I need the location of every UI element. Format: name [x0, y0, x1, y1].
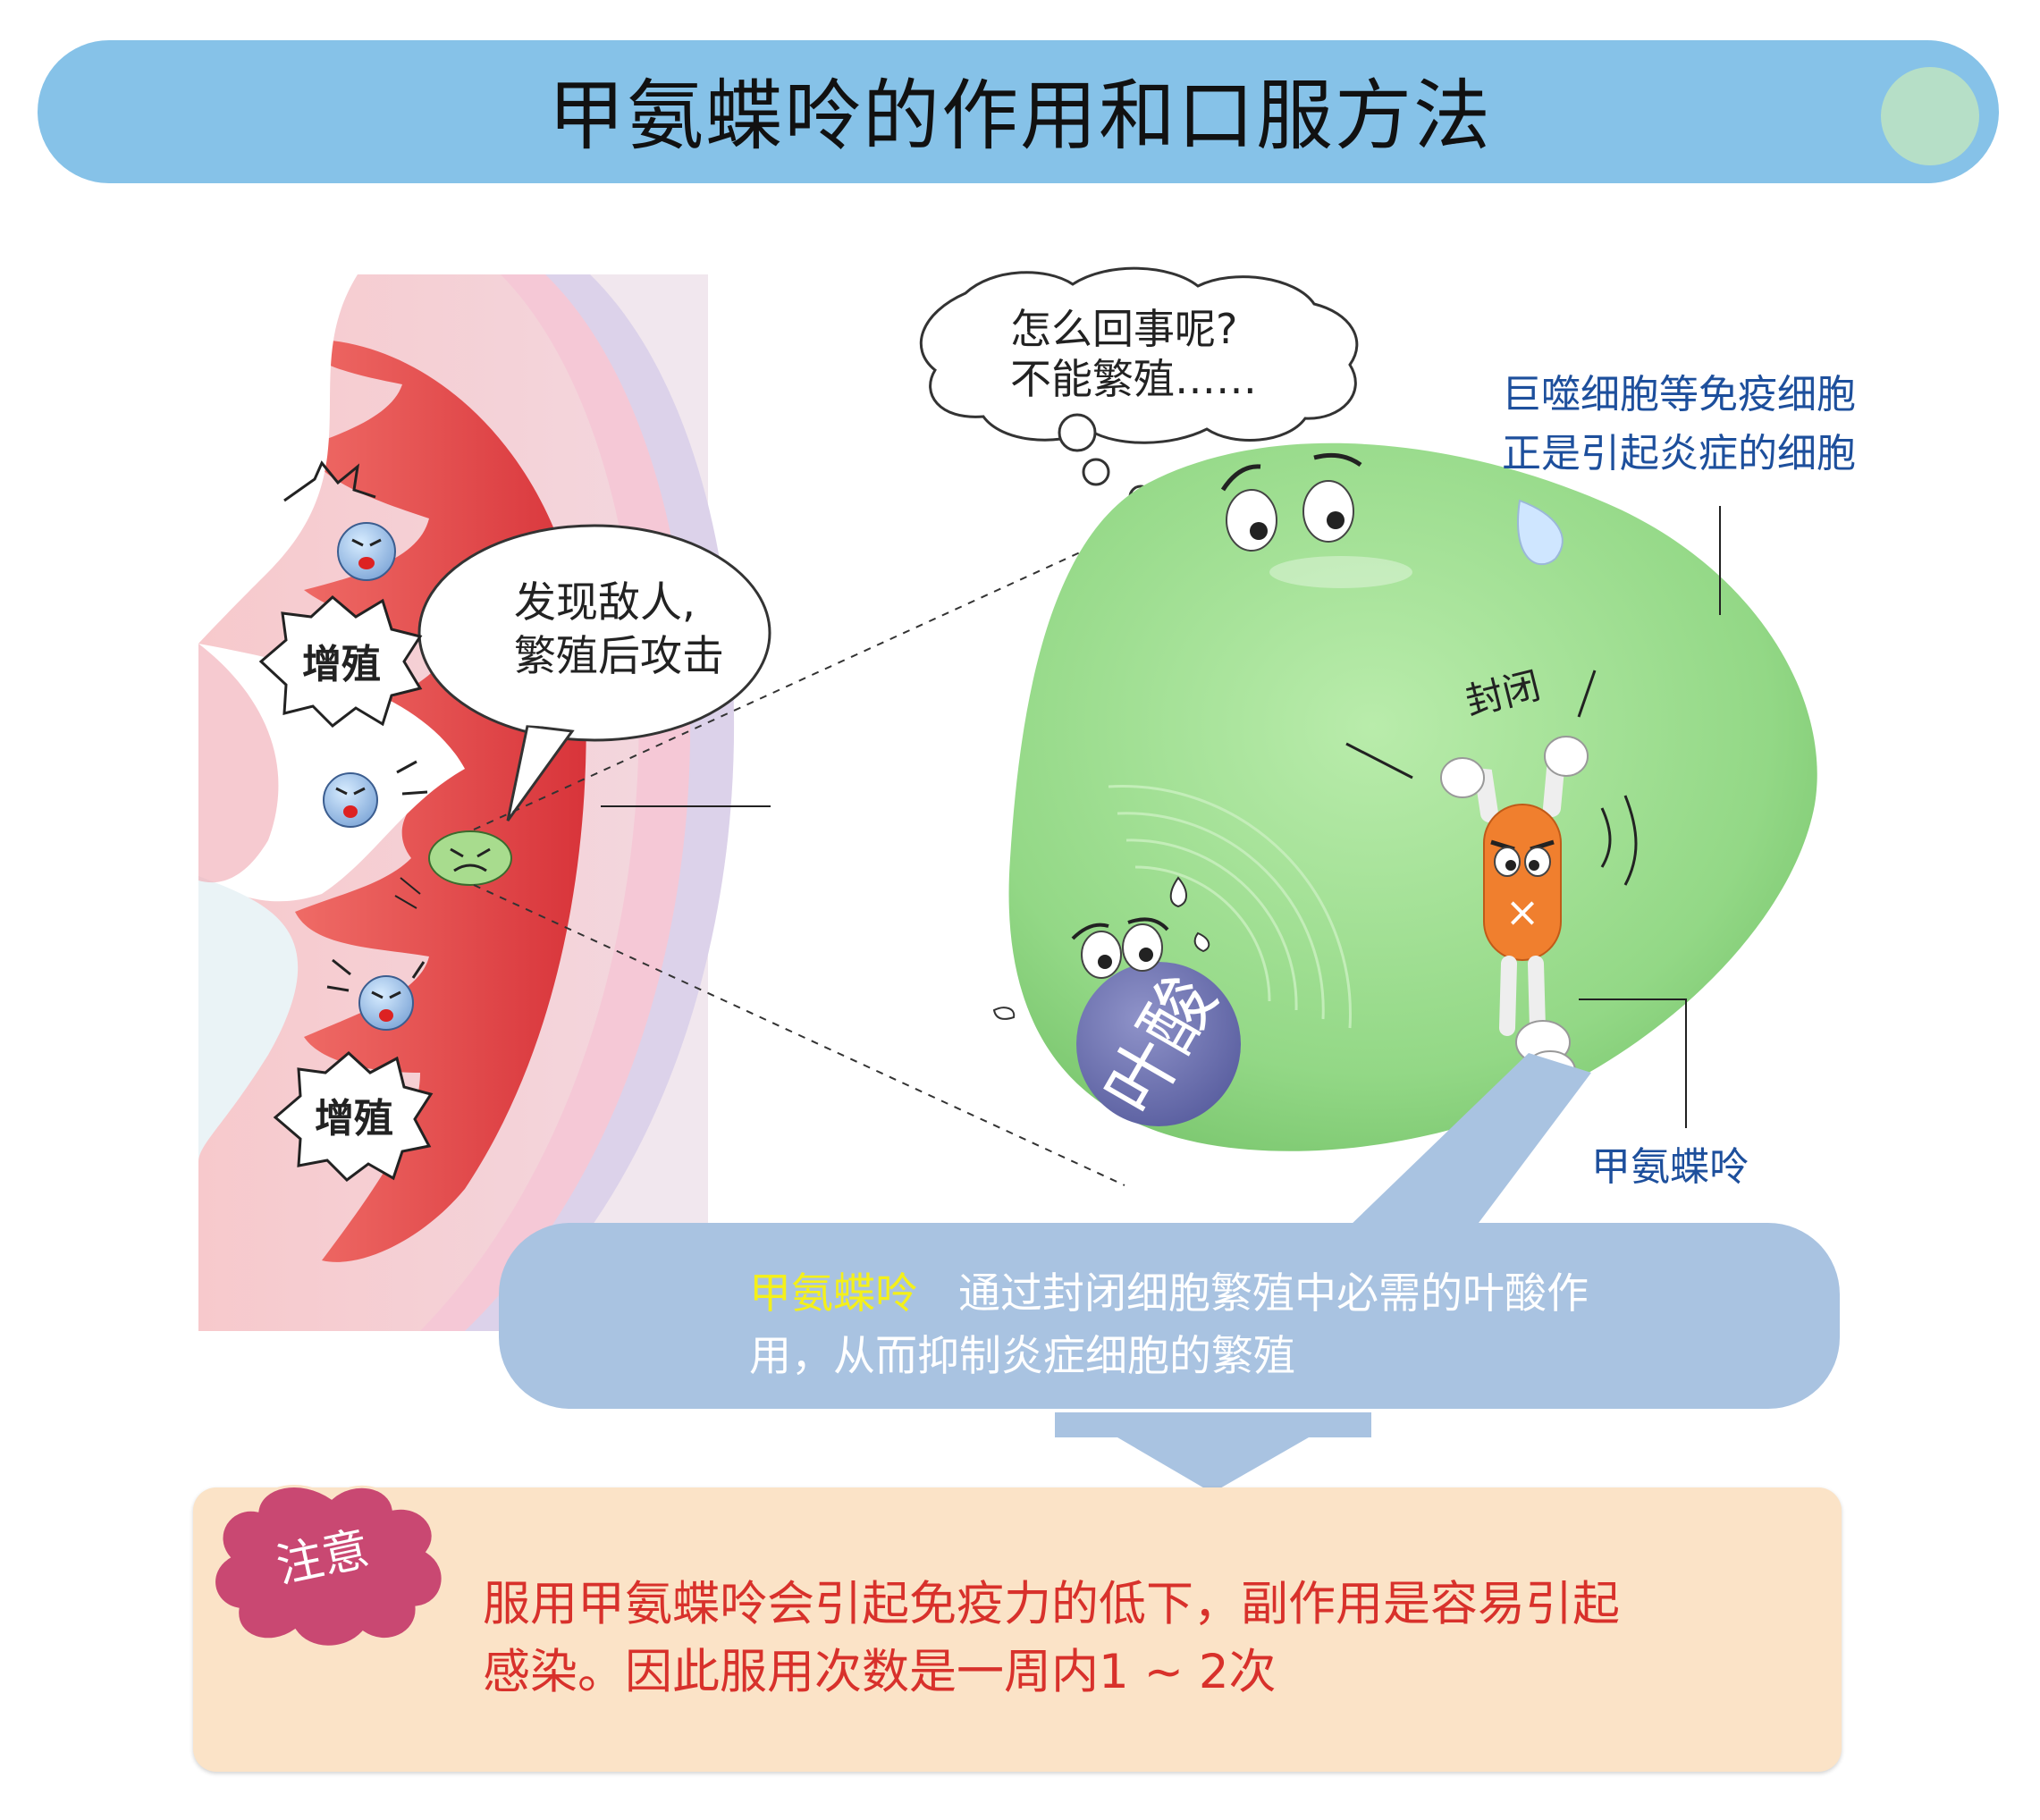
- summary-drug-name: 甲氨蝶呤: [749, 1269, 917, 1319]
- enemy-bubble-text-2: 繁殖后攻击: [514, 632, 724, 681]
- summary-line-2: 用，从而抑制炎症细胞的繁殖: [749, 1321, 1804, 1383]
- thought-bubble-text-1: 怎么回事呢?: [1010, 305, 1237, 353]
- macrophage-label-1: 巨噬细胞等免疫细胞: [1502, 372, 1856, 417]
- enemy-bubble-text-1: 发现敌人,: [514, 578, 695, 628]
- note-line-1: 服用甲氨蝶呤会引起免疫力的低下，副作用是容易引起: [483, 1566, 1620, 1634]
- proliferate-label-2: 增殖: [315, 1096, 393, 1142]
- joint-tissue-panel: [198, 274, 734, 1331]
- down-arrow: [1055, 1412, 1371, 1493]
- proliferate-label-1: 增殖: [302, 642, 381, 687]
- x-mark: ×: [1505, 888, 1540, 936]
- note-line-2: 感染。因此服用次数是一周内1 ~ 2次: [483, 1634, 1277, 1702]
- summary-text-1: 通过封闭细胞繁殖中必需的叶酸作: [958, 1269, 1589, 1319]
- methotrexate-label: 甲氨蝶呤: [1591, 1144, 1749, 1190]
- thought-bubble-text-2: 不能繁殖……: [1010, 355, 1257, 403]
- summary-line-1: 甲氨蝶呤通过封闭细胞繁殖中必需的叶酸作: [749, 1259, 1804, 1320]
- macrophage-label-2: 正是引起炎症的细胞: [1502, 431, 1856, 476]
